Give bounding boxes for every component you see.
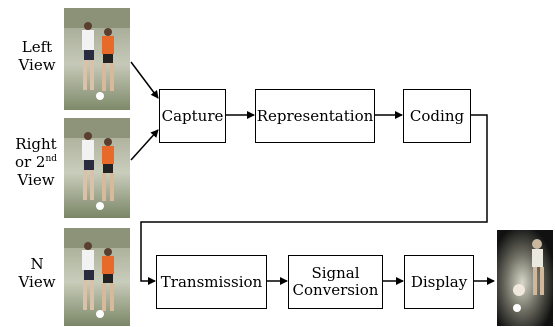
n-view-label-line2: View bbox=[18, 273, 56, 291]
transmission-label: Transmission bbox=[160, 272, 263, 291]
n-view-thumbnail bbox=[64, 228, 130, 326]
right-view-label-line1: Right bbox=[15, 135, 57, 153]
right-view-label-superscript: nd bbox=[45, 154, 58, 164]
n-view-label-line1: N bbox=[30, 255, 44, 273]
capture-label: Capture bbox=[161, 106, 224, 125]
soccer-player-video-frame-icon bbox=[64, 8, 130, 110]
signal-conversion-label-line2: Conversion bbox=[292, 281, 379, 299]
right-view-thumbnail bbox=[64, 118, 130, 218]
signal-conversion-block: Signal Conversion bbox=[288, 255, 383, 309]
left-view-label-line2: View bbox=[18, 56, 56, 74]
arrow-right-view-to-capture bbox=[130, 129, 159, 161]
soccer-player-video-frame-icon bbox=[64, 228, 130, 326]
left-view-thumbnail bbox=[64, 8, 130, 110]
representation-block: Representation bbox=[255, 89, 375, 143]
display-block: Display bbox=[404, 255, 474, 309]
arrow-left-view-to-capture bbox=[130, 61, 159, 99]
wrap-connector bbox=[140, 114, 488, 285]
left-view-label: Left View bbox=[14, 38, 60, 74]
signal-conversion-label-line1: Signal bbox=[311, 264, 360, 282]
left-view-label-line1: Left bbox=[21, 38, 53, 56]
right-view-label: Right or 2nd View bbox=[12, 135, 60, 189]
representation-label: Representation bbox=[256, 106, 374, 125]
capture-block: Capture bbox=[159, 89, 226, 143]
soccer-player-video-frame-icon bbox=[64, 118, 130, 218]
n-view-label: N View bbox=[14, 255, 60, 291]
coding-block: Coding bbox=[403, 89, 471, 143]
right-view-label-line2: or 2nd bbox=[12, 153, 60, 171]
display-output-image bbox=[497, 230, 553, 326]
transmission-block: Transmission bbox=[156, 255, 267, 309]
right-view-label-prefix: or 2 bbox=[14, 153, 46, 171]
right-view-label-line3: View bbox=[17, 171, 55, 189]
3d-display-output-icon bbox=[497, 230, 553, 326]
display-label: Display bbox=[410, 272, 468, 291]
coding-label: Coding bbox=[409, 106, 465, 125]
